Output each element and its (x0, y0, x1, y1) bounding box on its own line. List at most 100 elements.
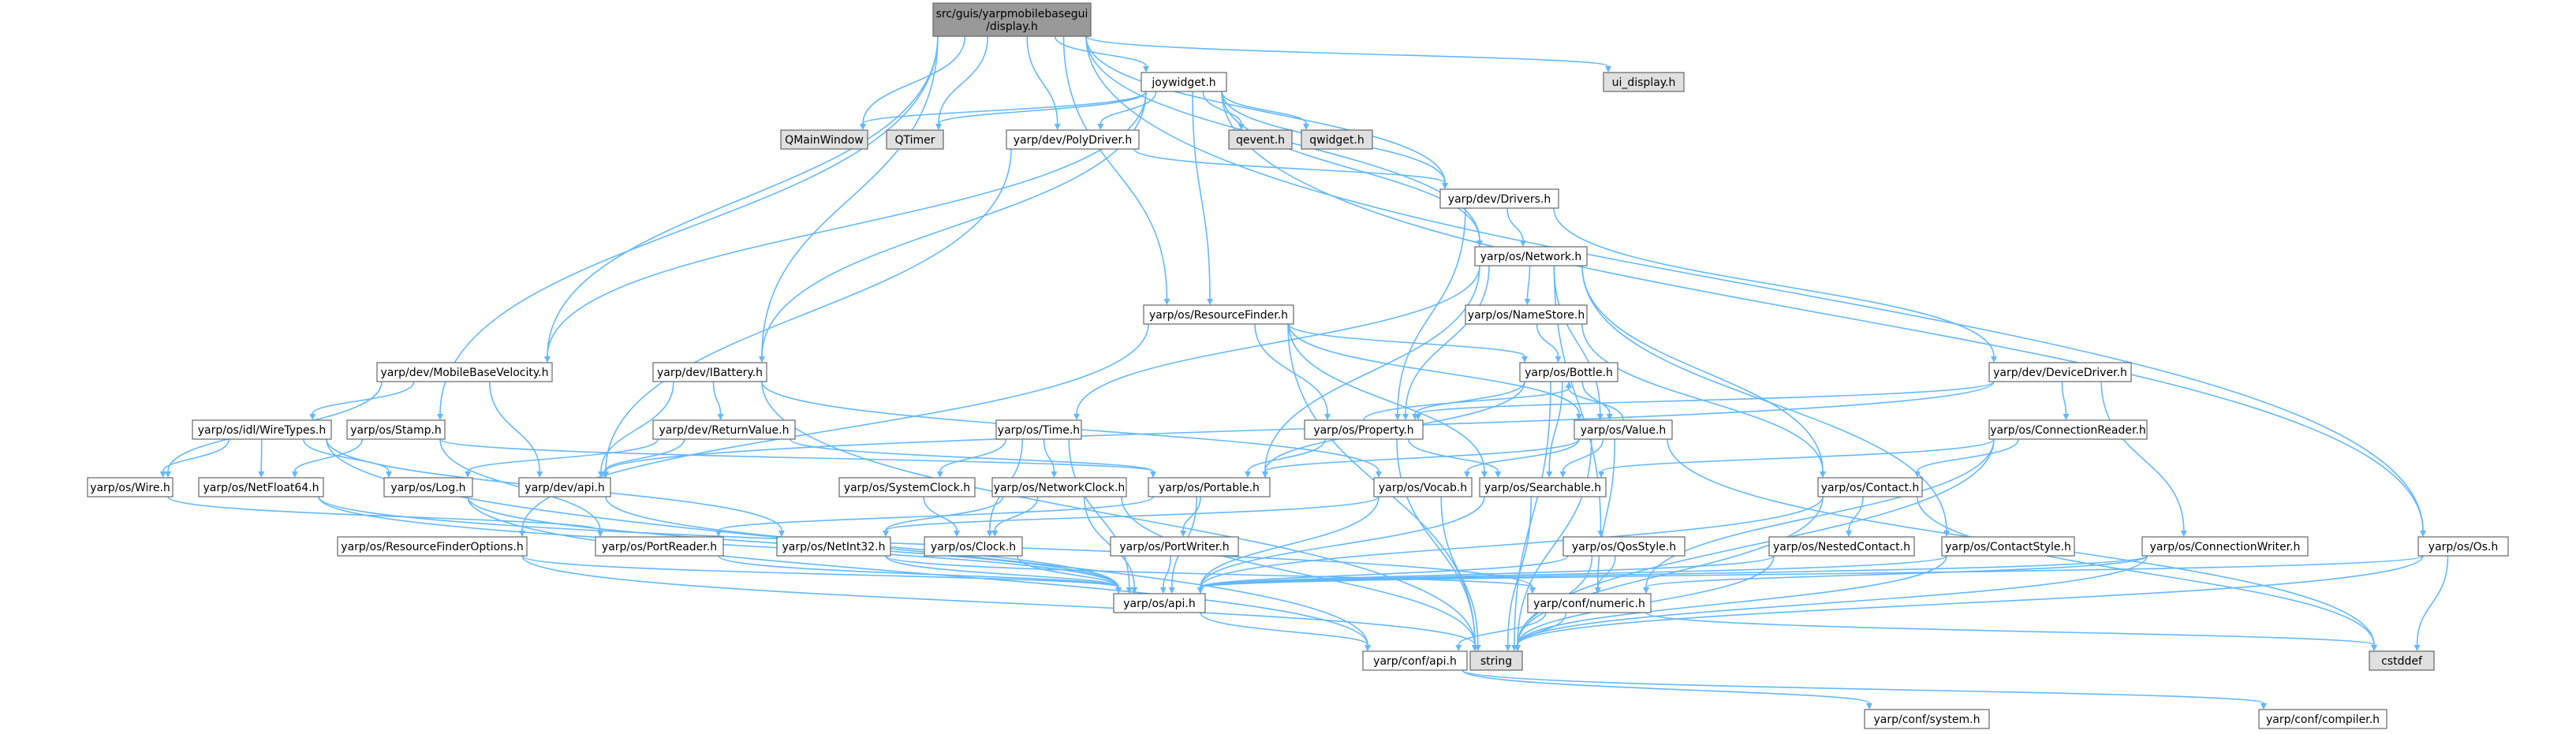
node-connectionreader[interactable]: yarp/os/ConnectionReader.h (1988, 419, 2148, 440)
node-label: yarp/os/NetInt32.h (782, 541, 885, 553)
graph-nodes: src/guis/yarpmobilebasegui/display.h joyw… (87, 2, 2509, 729)
node-nestedcontact[interactable]: yarp/os/NestedContact.h (1768, 536, 1915, 557)
node-searchable[interactable]: yarp/os/Searchable.h (1479, 477, 1607, 497)
edge-root-to-ibattery (761, 35, 939, 357)
edge-wiretypes-to-wire (162, 438, 230, 472)
node-qosstyle[interactable]: yarp/os/QosStyle.h (1562, 536, 1686, 557)
edge-arrowhead (1324, 414, 1331, 420)
node-stamp[interactable]: yarp/os/Stamp.h (346, 419, 446, 440)
node-network[interactable]: yarp/os/Network.h (1474, 246, 1588, 266)
node-vocab[interactable]: yarp/os/Vocab.h (1373, 477, 1473, 497)
edge-arrowhead (1643, 587, 1649, 594)
node-qmainwindow[interactable]: QMainWindow (780, 129, 868, 150)
node-namestore[interactable]: yarp/os/NameStore.h (1465, 304, 1588, 325)
node-log[interactable]: yarp/os/Log.h (383, 477, 473, 497)
edge-arrowhead (1262, 471, 1268, 478)
node-portable[interactable]: yarp/os/Portable.h (1148, 477, 1271, 497)
edge-arrowhead (1143, 66, 1149, 73)
node-label: yarp/os/ContactStyle.h (1945, 541, 2071, 553)
edge-arrowhead (386, 471, 392, 478)
edge-root-to-drivers (1085, 35, 1446, 184)
edge-arrowhead (258, 471, 265, 478)
edge-resourcefinder-to-bottle (1288, 323, 1525, 357)
node-osapi[interactable]: yarp/os/api.h (1113, 593, 1206, 613)
edge-arrowhead (715, 531, 722, 537)
edge-property-to-string (1396, 438, 1476, 646)
node-value[interactable]: yarp/os/Value.h (1574, 419, 1673, 440)
node-portwriter[interactable]: yarp/os/PortWriter.h (1110, 536, 1239, 557)
node-qwidget[interactable]: qwidget.h (1301, 129, 1373, 150)
node-os[interactable]: yarp/os/Os.h (2417, 536, 2509, 557)
node-compiler[interactable]: yarp/conf/compiler.h (2258, 709, 2387, 729)
node-drivers[interactable]: yarp/dev/Drivers.h (1439, 188, 1559, 209)
node-portreader[interactable]: yarp/os/PortReader.h (595, 536, 724, 557)
node-resourcefinderoptions[interactable]: yarp/os/ResourceFinderOptions.h (337, 536, 528, 557)
edge-confapi-to-system (1462, 669, 1870, 704)
node-ibattery[interactable]: yarp/dev/IBattery.h (652, 362, 767, 382)
node-netfloat64[interactable]: yarp/os/NetFloat64.h (198, 477, 324, 497)
node-box (1941, 536, 2075, 557)
edge-arrowhead (309, 414, 316, 420)
node-box (2369, 650, 2435, 671)
node-label: qwidget.h (1309, 134, 1364, 147)
node-contact[interactable]: yarp/os/Contact.h (1817, 477, 1923, 497)
edge-arrowhead (1150, 471, 1156, 478)
node-system[interactable]: yarp/conf/system.h (1864, 709, 1990, 729)
edge-connectionwriter-to-string (1517, 555, 2148, 646)
node-mobilebasevelocity[interactable]: yarp/dev/MobileBaseVelocity.h (376, 362, 553, 382)
node-systemclock[interactable]: yarp/os/SystemClock.h (838, 477, 976, 497)
node-label: yarp/os/Portable.h (1159, 482, 1260, 494)
node-confapi[interactable]: yarp/conf/api.h (1362, 650, 1468, 671)
edge-ibattery-to-devapi (600, 381, 674, 472)
node-connectionwriter[interactable]: yarp/os/ConnectionWriter.h (2141, 536, 2309, 557)
node-ui_display[interactable]: ui_display.h (1603, 72, 1685, 92)
node-root[interactable]: src/guis/yarpmobilebasegui/display.h (932, 2, 1092, 37)
node-property[interactable]: yarp/os/Property.h (1304, 419, 1424, 440)
edge-connectionreader-to-contact (1917, 438, 2020, 472)
edge-arrowhead (1054, 124, 1061, 130)
node-label: yarp/conf/api.h (1373, 655, 1457, 668)
edge-netint32-to-numeric (885, 555, 1533, 588)
edge-wiretypes-to-netfloat64 (260, 438, 263, 472)
edge-arrowhead (1566, 382, 1572, 388)
node-cstddef[interactable]: cstddef (2369, 650, 2435, 671)
edge-arrowhead (1376, 471, 1382, 478)
edge-network-to-contact (1581, 265, 1824, 472)
edge-networkclock-to-clock (994, 496, 1039, 531)
edge-qosstyle-to-numeric (1597, 555, 1616, 588)
node-wire[interactable]: yarp/os/Wire.h (87, 477, 174, 497)
node-polydriver[interactable]: yarp/dev/PolyDriver.h (1006, 129, 1140, 150)
edge-arrowhead (1606, 414, 1613, 420)
edge-wiretypes-to-log (302, 438, 390, 472)
node-networkclock[interactable]: yarp/os/NetworkClock.h (991, 477, 1127, 497)
node-netint32[interactable]: yarp/os/NetInt32.h (776, 536, 891, 557)
edge-connectionwriter-to-osapi (1200, 555, 2148, 588)
node-box (1768, 536, 1915, 557)
node-time[interactable]: yarp/os/Time.h (995, 419, 1082, 440)
edge-arrowhead (1415, 414, 1421, 420)
node-resourcefinder[interactable]: yarp/os/ResourceFinder.h (1143, 304, 1294, 325)
node-wiretypes[interactable]: yarp/os/idl/WireTypes.h (192, 419, 332, 440)
edge-arrowhead (1394, 414, 1401, 420)
node-qevent[interactable]: qevent.h (1228, 129, 1293, 150)
node-label: yarp/dev/DeviceDriver.h (1993, 367, 2127, 379)
node-devicedriver[interactable]: yarp/dev/DeviceDriver.h (1988, 362, 2132, 382)
node-numeric[interactable]: yarp/conf/numeric.h (1527, 593, 1652, 613)
node-joywidget[interactable]: joywidget.h (1141, 72, 1227, 92)
node-label: yarp/os/Bottle.h (1525, 367, 1613, 379)
edge-arrowhead (1207, 299, 1213, 305)
edge-value-to-vocab (1466, 438, 1580, 472)
node-box (2417, 536, 2509, 557)
edge-root-to-joywidget (1054, 35, 1147, 67)
node-box (1006, 129, 1140, 150)
node-returnvalue[interactable]: yarp/dev/ReturnValue.h (652, 419, 796, 440)
node-label: yarp/os/Log.h (390, 482, 465, 494)
node-contactstyle[interactable]: yarp/os/ContactStyle.h (1941, 536, 2075, 557)
node-clock[interactable]: yarp/os/Clock.h (924, 536, 1023, 557)
node-bottle[interactable]: yarp/os/Bottle.h (1519, 362, 1618, 382)
edge-namestore-to-bottle (1536, 323, 1559, 357)
edge-joywidget-to-os (1221, 91, 2424, 531)
node-devapi[interactable]: yarp/dev/api.h (518, 477, 611, 497)
node-qtimer[interactable]: QTimer (886, 129, 944, 150)
node-string[interactable]: string (1469, 650, 1523, 671)
